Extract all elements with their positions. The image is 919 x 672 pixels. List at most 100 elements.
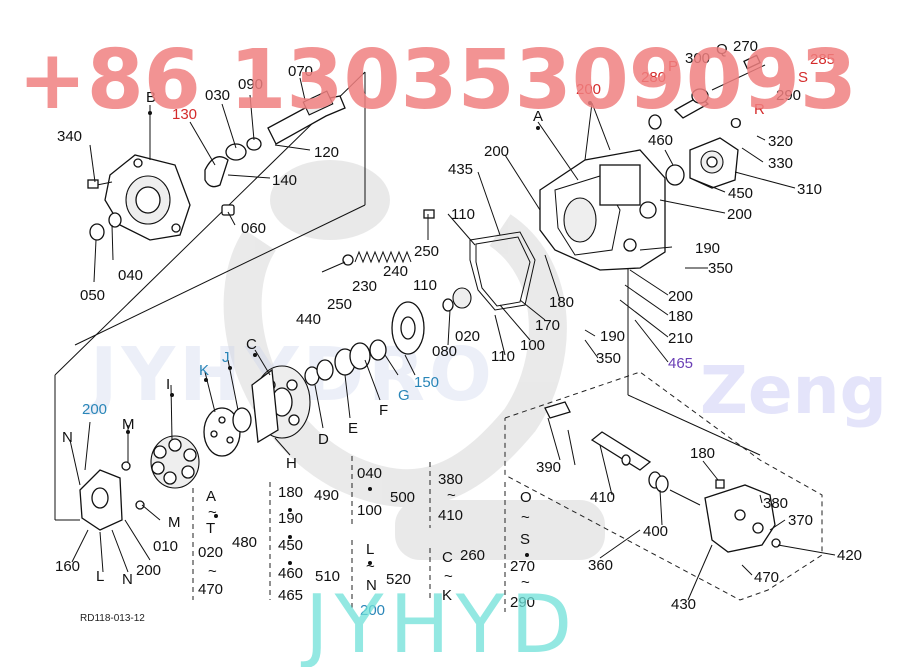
part-labels: 340 B 130 030 090 070 120 140 060 040 05… xyxy=(55,38,862,624)
label-310: 310 xyxy=(797,181,822,198)
label-250-a: 250 xyxy=(414,243,439,260)
label-110-a: 110 xyxy=(451,206,475,223)
label-240: 240 xyxy=(383,263,408,280)
label-170: 170 xyxy=(535,317,560,334)
label-480: 480 xyxy=(232,534,257,551)
drive-shaft-070 xyxy=(221,90,346,216)
label-300: 300 xyxy=(685,50,710,67)
label-410: 410 xyxy=(590,489,615,506)
label-200-bottom-left: 200 xyxy=(136,562,161,579)
label-370: 370 xyxy=(788,512,813,529)
label-tilde-1: ~ xyxy=(208,504,217,521)
label-450: 450 xyxy=(728,185,753,202)
label-260: 260 xyxy=(460,547,485,564)
label-Q: Q xyxy=(716,41,728,58)
flange-cover xyxy=(87,154,191,241)
bearing-020 xyxy=(442,287,472,312)
label-090: 090 xyxy=(238,76,263,93)
label-400: 400 xyxy=(643,523,668,540)
spring-set xyxy=(304,339,387,386)
label-020: 020 xyxy=(455,328,480,345)
adjust-screw-assembly xyxy=(648,54,766,130)
drawing-code: RD118-013-12 xyxy=(80,613,145,624)
label-D: D xyxy=(318,431,329,448)
label-200-group: 200 xyxy=(360,602,385,619)
label-080: 080 xyxy=(432,343,457,360)
label-030: 030 xyxy=(205,87,230,104)
label-E: E xyxy=(348,420,358,437)
label-420: 420 xyxy=(837,547,862,564)
label-N-lower: N xyxy=(122,571,133,588)
label-470-group: 470 xyxy=(198,581,223,598)
label-380: 380 xyxy=(763,495,788,512)
label-G: G xyxy=(398,387,410,404)
label-140: 140 xyxy=(272,172,297,189)
swash-plate-L xyxy=(79,461,145,531)
label-280: 280 xyxy=(641,69,666,86)
label-110-c: 110 xyxy=(491,348,515,365)
label-465: 465 xyxy=(668,355,693,372)
label-285: 285 xyxy=(810,51,835,68)
o-ring-050 xyxy=(89,223,105,241)
label-350-a: 350 xyxy=(708,260,733,277)
regulator-310 xyxy=(689,137,739,189)
piston-set-I xyxy=(150,435,200,489)
label-I: I xyxy=(166,376,170,393)
label-510: 510 xyxy=(315,568,340,585)
label-350-b: 350 xyxy=(596,350,621,367)
seal-040 xyxy=(108,212,122,228)
label-J: J xyxy=(222,349,230,366)
retainer-K xyxy=(203,407,252,457)
label-465-group: 465 xyxy=(278,587,303,604)
label-150: 150 xyxy=(414,374,439,391)
label-490: 490 xyxy=(314,487,339,504)
label-tilde-7: ~ xyxy=(521,574,530,591)
clip-130 xyxy=(204,156,229,188)
watermark-jyhyd: JYHYD xyxy=(300,578,578,667)
label-group-K: K xyxy=(442,587,452,604)
label-100-group: 100 xyxy=(357,502,382,519)
label-P: P xyxy=(668,58,678,75)
label-290-group: 290 xyxy=(510,594,535,611)
label-group-T: T xyxy=(206,520,215,537)
label-360: 360 xyxy=(588,557,613,574)
label-180-valve: 180 xyxy=(690,445,715,462)
label-K: K xyxy=(199,362,209,379)
valve-plate-150 xyxy=(391,301,425,355)
watermark-phone: +86 13035309093 xyxy=(18,33,857,128)
label-200-upper: 200 xyxy=(484,143,509,160)
label-tilde-2: ~ xyxy=(208,563,217,580)
label-200-mid: 200 xyxy=(668,288,693,305)
label-270-group: 270 xyxy=(510,558,535,575)
label-520: 520 xyxy=(386,571,411,588)
label-330: 330 xyxy=(768,155,793,172)
label-190-b: 190 xyxy=(600,328,625,345)
watermark-zeng: Zeng xyxy=(700,352,887,429)
valve-body-430 xyxy=(704,479,781,553)
label-M-upper: M xyxy=(122,416,135,433)
label-190-a: 190 xyxy=(695,240,720,257)
label-M-lower: M xyxy=(168,514,181,531)
label-040-group: 040 xyxy=(357,465,382,482)
label-group-N: N xyxy=(366,577,377,594)
label-320: 320 xyxy=(768,133,793,150)
label-200-left: 200 xyxy=(82,401,107,418)
label-F: F xyxy=(379,402,388,419)
label-290: 290 xyxy=(776,87,801,104)
label-R: R xyxy=(754,101,765,118)
label-180-group: 180 xyxy=(278,484,303,501)
label-450-group: 450 xyxy=(278,537,303,554)
label-180-b: 180 xyxy=(668,308,693,325)
label-410-group: 410 xyxy=(438,507,463,524)
label-group-S: S xyxy=(520,531,530,548)
label-group-L: L xyxy=(366,541,374,558)
label-040: 040 xyxy=(118,267,143,284)
label-390: 390 xyxy=(536,459,561,476)
label-200-right: 200 xyxy=(727,206,752,223)
label-460: 460 xyxy=(648,132,673,149)
label-tilde-6: ~ xyxy=(521,509,530,526)
label-C: C xyxy=(246,336,257,353)
cylinder-block-C xyxy=(251,365,311,444)
